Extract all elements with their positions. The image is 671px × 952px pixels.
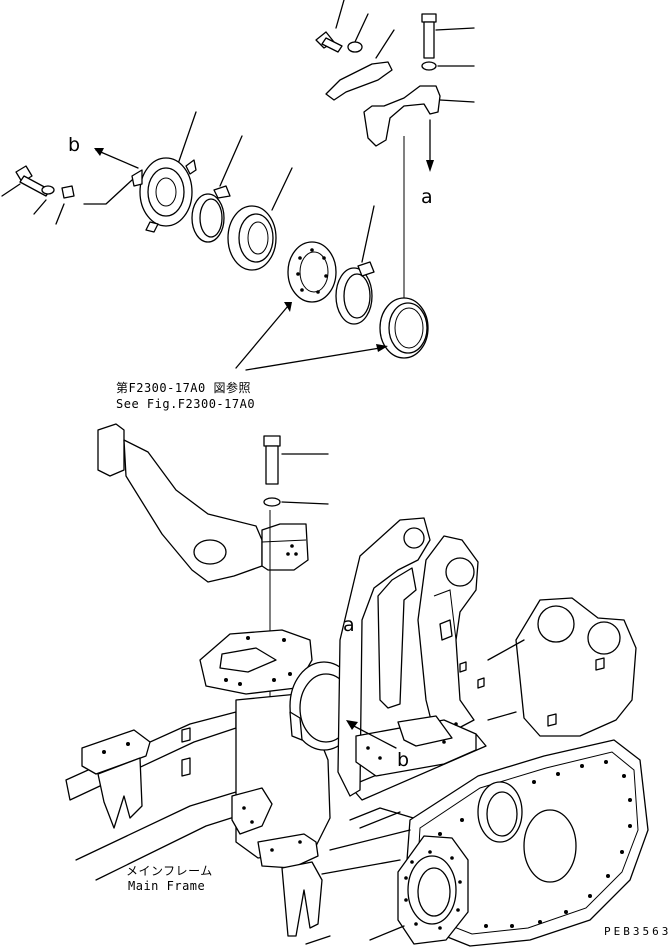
flange-housing [94,112,196,232]
main-frame-label-en: Main Frame [128,879,206,893]
clamp-band-left [192,136,242,242]
seal-ring [228,168,292,270]
saddle-arm [98,424,328,852]
cap-assembly-top [316,0,474,312]
reference-label-en: See Fig.F2300-17A0 [116,397,256,411]
main-frame [66,518,648,946]
view-a-label-top: a [421,186,433,208]
main-frame-label-jp: メインフレーム [126,864,213,878]
clamp-band-right [336,206,374,324]
view-a-label-bottom: a [343,614,355,636]
drawing-code: PEB3563 [604,925,671,938]
reference-arrows [236,302,388,370]
view-b-label-bottom: b [397,749,410,771]
spacer-plate [288,242,336,302]
bolt-washer-set-left [2,166,132,224]
view-b-label-top: b [68,134,81,156]
reference-label-jp: 第F2300-17A0 図参照 [116,381,251,395]
bearing-ring [380,298,428,358]
